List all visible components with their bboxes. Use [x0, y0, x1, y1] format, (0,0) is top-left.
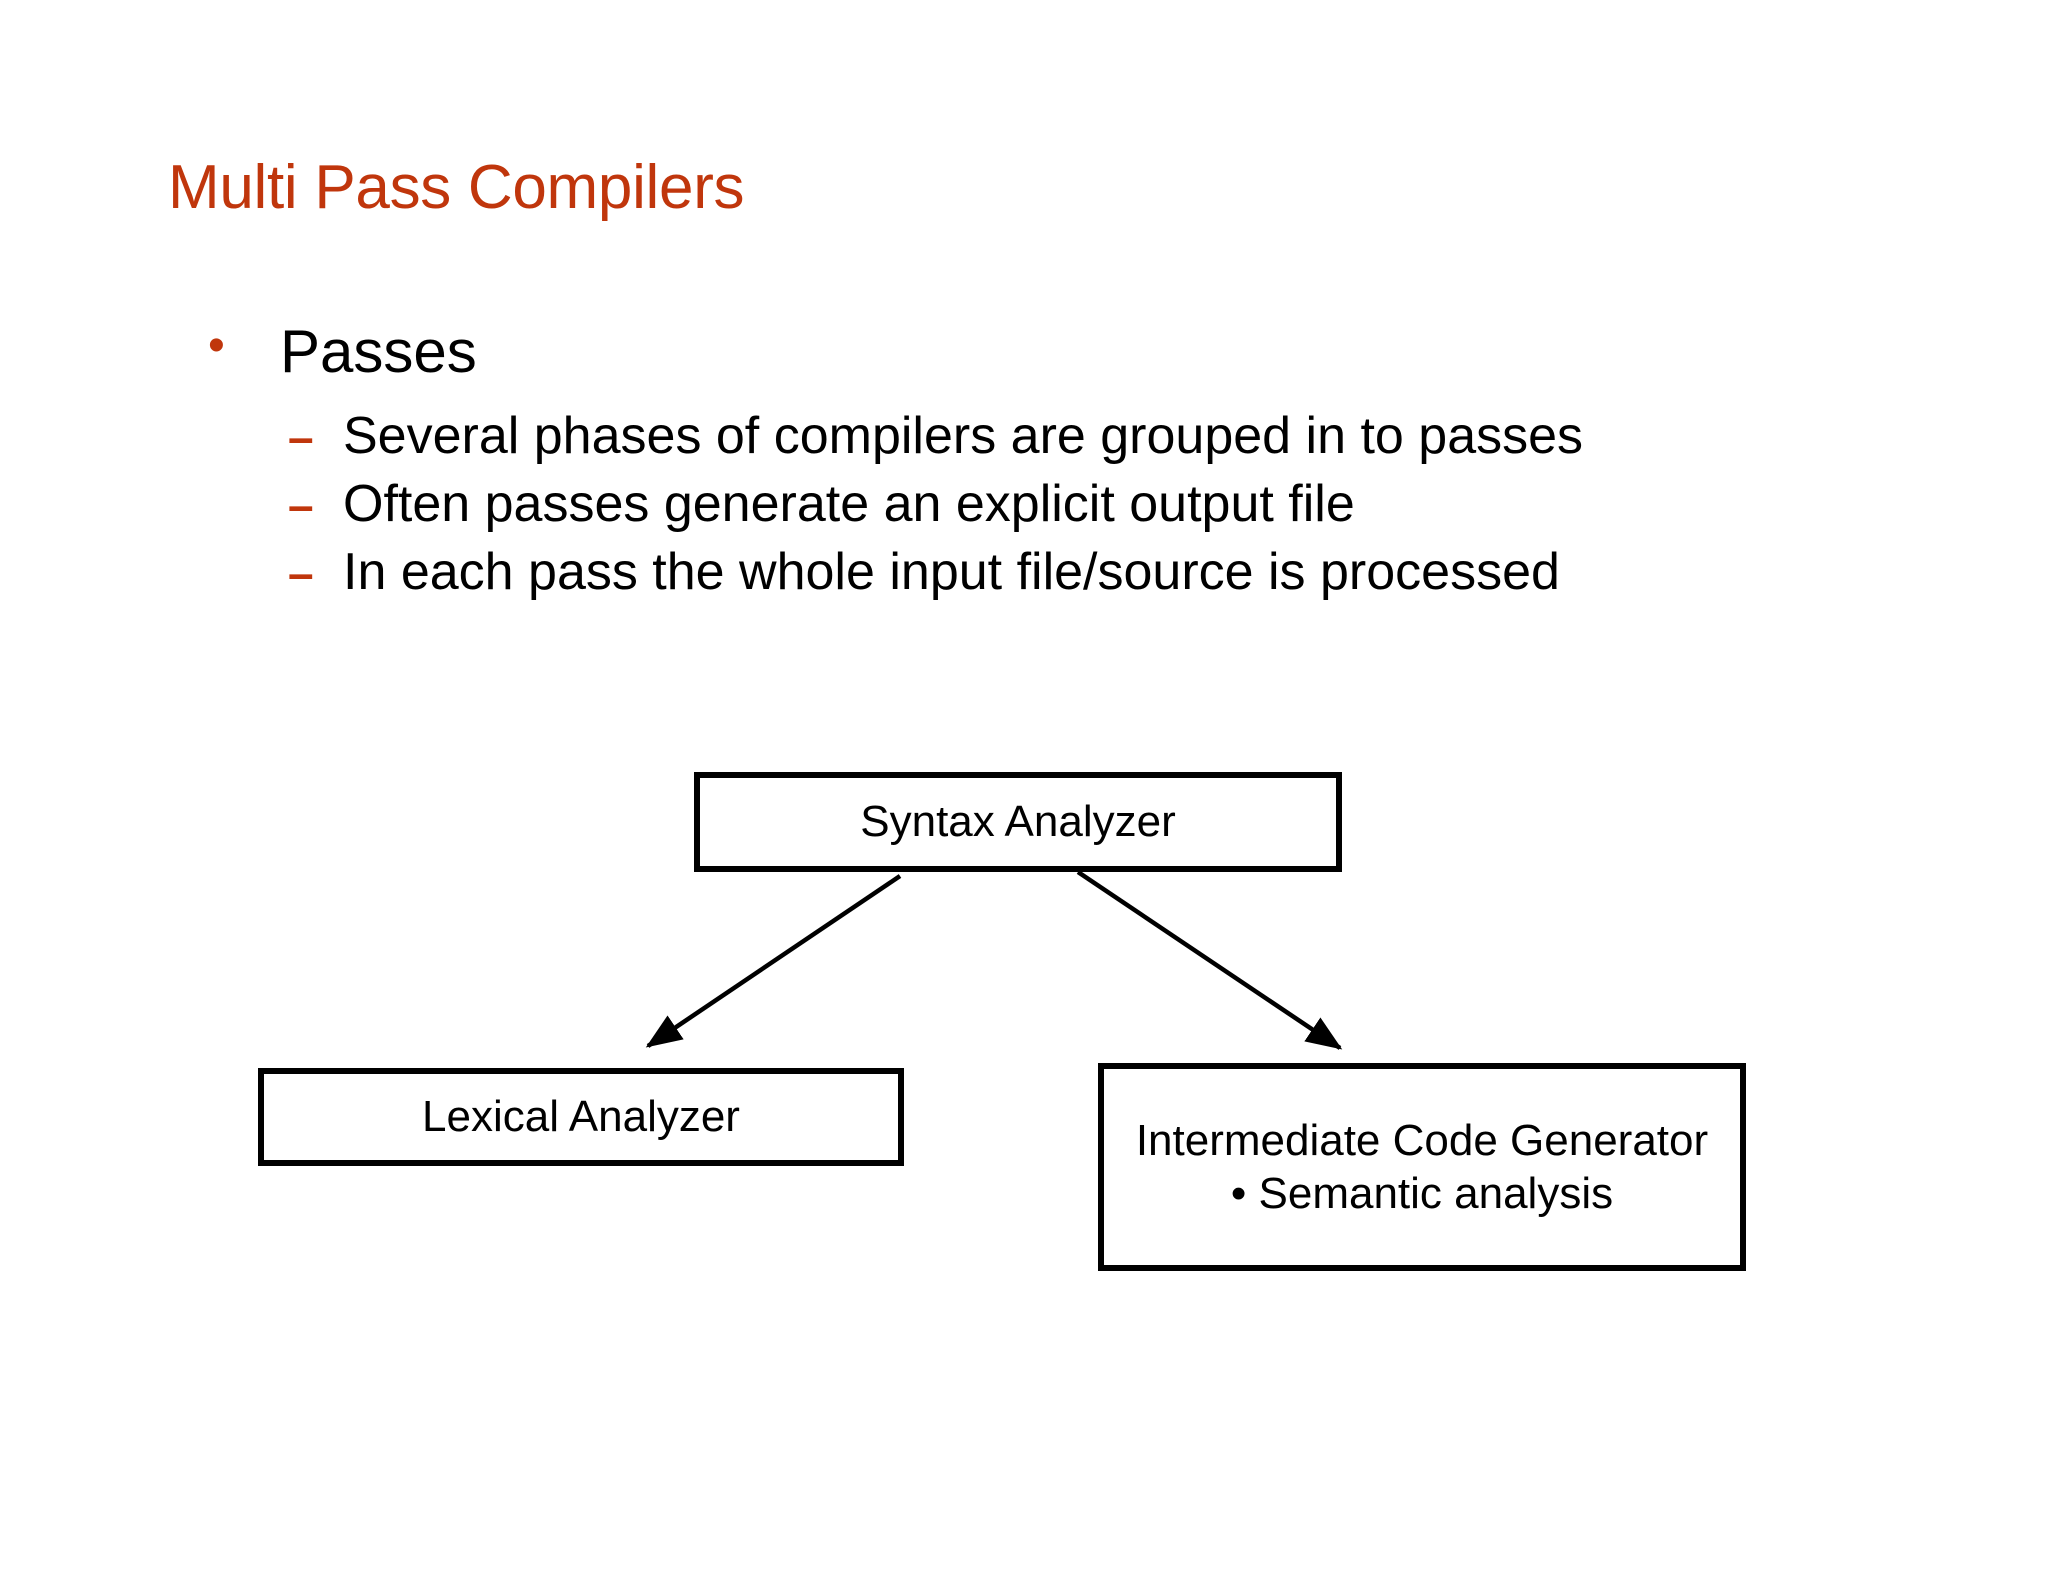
list-item: – In each pass the whole input file/sour… [288, 546, 1583, 614]
bullet-passes-label: Passes [280, 318, 477, 385]
node-lexical-analyzer[interactable]: Lexical Analyzer [258, 1068, 904, 1166]
edge-syntax-to-lexical [645, 874, 902, 1048]
list-item-label: Several phases of compilers are grouped … [343, 407, 1584, 465]
bullet-passes: • Passes [208, 322, 477, 382]
bullet-dash-icon: – [288, 411, 314, 463]
bullet-dash-icon: – [288, 547, 314, 599]
node-lexical-analyzer-label: Lexical Analyzer [422, 1092, 740, 1142]
list-item-label: In each pass the whole input file/source… [343, 543, 1560, 601]
bullet-dot-icon: • [208, 319, 225, 372]
list-item: – Often passes generate an explicit outp… [288, 478, 1583, 546]
page-title: Multi Pass Compilers [168, 153, 745, 222]
edge-syntax-to-intermediate [1076, 870, 1343, 1050]
bullet-dash-icon: – [288, 479, 314, 531]
node-intermediate-code-generator-sublabel: • Semantic analysis [1230, 1169, 1614, 1218]
node-syntax-analyzer-label: Syntax Analyzer [860, 797, 1176, 847]
node-syntax-analyzer[interactable]: Syntax Analyzer [694, 772, 1342, 872]
sub-bullet-list: – Several phases of compilers are groupe… [288, 410, 1583, 614]
list-item-label: Often passes generate an explicit output… [343, 475, 1355, 533]
list-item: – Several phases of compilers are groupe… [288, 410, 1583, 478]
node-intermediate-code-generator[interactable]: Intermediate Code Generator • Semantic a… [1098, 1063, 1746, 1271]
node-intermediate-code-generator-label: Intermediate Code Generator [1135, 1115, 1709, 1165]
